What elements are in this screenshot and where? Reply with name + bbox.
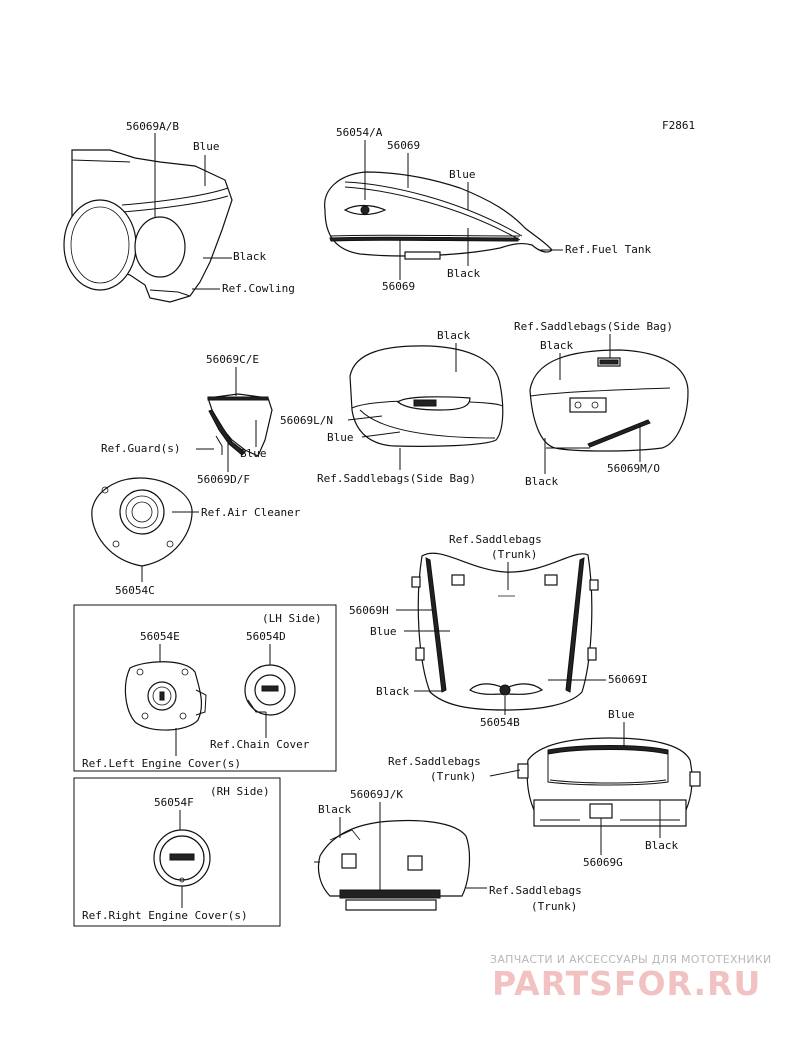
trunk-side-code: 56069J/K [350,788,403,801]
trunk-ref-line1: Ref.Saddlebags [449,533,542,546]
sb-right-black-bottom: Black [525,475,558,488]
fuel-tank-part [324,171,553,260]
tank-code-lower: 56069 [382,280,415,293]
rh-side-title: (RH Side) [210,785,270,798]
chain-cover-part [244,664,296,716]
watermark-subtitle: ЗАПЧАСТИ И АКСЕССУАРЫ ДЛЯ МОТОТЕХНИКИ [490,953,772,966]
cowl-code: 56069A/B [126,120,179,133]
air-code: 56054C [115,584,155,597]
lh-code-d: 56054D [246,630,286,643]
trunk-black: Black [376,685,409,698]
left-saddlebag-part [349,345,504,447]
tank-ref-label: Ref.Fuel Tank [565,243,651,256]
trunk-ref-line2: (Trunk) [491,548,537,561]
watermark-brand: PARTSFOR.RU [492,964,762,1003]
trunk-rear-ref-line1: Ref.Saddlebags [388,755,481,768]
right-engine-cover-part [153,829,211,887]
tank-code-top: 56054/A [336,126,383,139]
cowling-part [63,149,233,303]
lh-side-box [73,604,337,772]
trunk-rear-part [517,737,701,827]
trunk-side-ref-line1: Ref.Saddlebags [489,884,582,897]
cowl-ref-label: Ref.Cowling [222,282,295,295]
guard-ref-label: Ref.Guard(s) [101,442,180,455]
trunk-side-black: Black [318,803,351,816]
trunk-front-part [411,552,599,711]
lh-code-e: 56054E [140,630,180,643]
lh-engine-ref: Ref.Left Engine Cover(s) [82,757,241,770]
trunk-blue: Blue [370,625,397,638]
rh-side-box [73,777,281,927]
air-ref-label: Ref.Air Cleaner [201,506,301,519]
trunk-side-part [314,819,471,911]
sb-right-code: 56069M/O [607,462,660,475]
trunk-rear-black: Black [645,839,678,852]
lh-side-title: (LH Side) [262,612,322,625]
rh-code: 56054F [154,796,194,809]
right-saddlebag-part [529,349,689,452]
figure-code: F2861 [662,119,695,132]
left-engine-cover-part [124,661,207,731]
sb-left-black: Black [437,329,470,342]
sb-left-code: 56069L/N [280,414,333,427]
air-cleaner-part [91,477,193,567]
guard-code-top: 56069C/E [206,353,259,366]
guard-code-bottom: 56069D/F [197,473,250,486]
tank-code-upper: 56069 [387,139,420,152]
trunk-rear-code: 56069G [583,856,623,869]
cowl-blue-label: Blue [193,140,220,153]
tank-blue-label: Blue [449,168,476,181]
sb-right-ref: Ref.Saddlebags(Side Bag) [514,320,673,333]
lh-chain-ref: Ref.Chain Cover [210,738,310,751]
cowl-black-label: Black [233,250,266,263]
sb-left-blue: Blue [327,431,354,444]
trunk-code-i: 56069I [608,673,648,686]
trunk-rear-ref-line2: (Trunk) [430,770,476,783]
sb-left-ref: Ref.Saddlebags(Side Bag) [317,472,476,485]
rh-engine-ref: Ref.Right Engine Cover(s) [82,909,248,922]
guard-blue-label: Blue [240,447,267,460]
tank-black-label: Black [447,267,480,280]
trunk-rear-blue: Blue [608,708,635,721]
trunk-code-emblem: 56054B [480,716,520,729]
sb-right-black-top: Black [540,339,573,352]
trunk-code-h: 56069H [349,604,389,617]
trunk-side-ref-line2: (Trunk) [531,900,577,913]
